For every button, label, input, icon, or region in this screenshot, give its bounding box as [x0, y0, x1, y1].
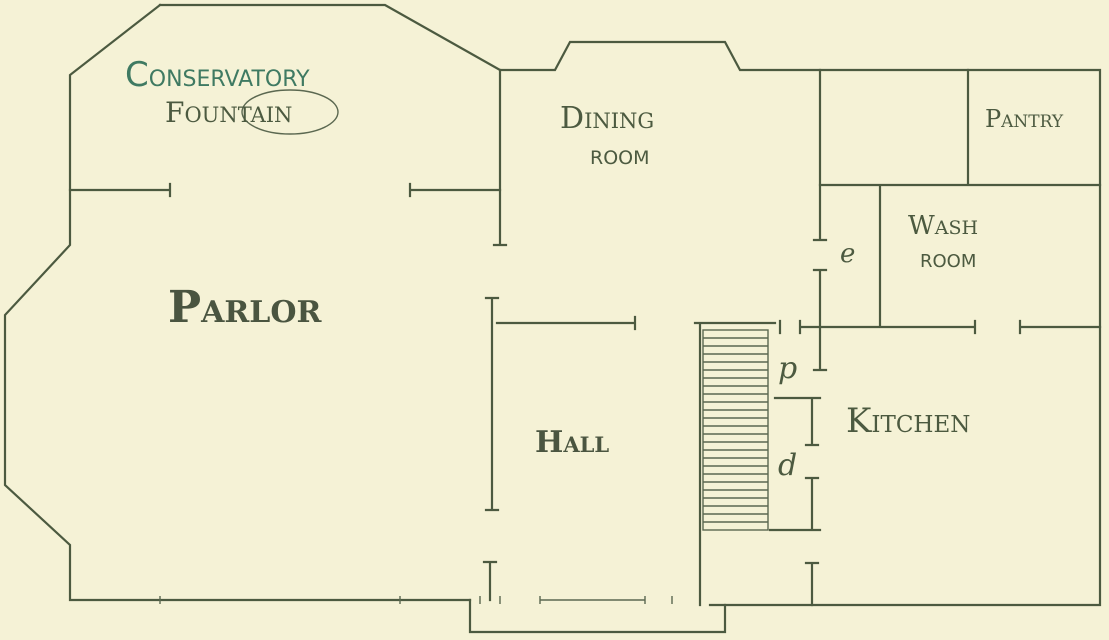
marker-p: p: [778, 351, 797, 386]
staircase: [702, 329, 769, 531]
exterior-walls: [3, 3, 1102, 634]
interior-walls: [68, 68, 1102, 607]
label-dining: DINING: [560, 101, 654, 136]
label-hall: HALL: [535, 425, 609, 460]
label-fountain: FOUNTAIN: [165, 96, 292, 129]
label-dining-room: ROOM: [590, 147, 650, 169]
label-kitchen: KITCHEN: [846, 401, 970, 441]
label-pantry: PANTRY: [985, 105, 1064, 133]
label-wash: WASH: [908, 211, 978, 241]
label-parlor: PARLOR: [168, 282, 323, 333]
marker-e: e: [840, 239, 855, 269]
marker-d: d: [778, 448, 797, 483]
fountain-basin: [241, 89, 339, 135]
label-wash-room: ROOM: [920, 251, 976, 272]
label-conservatory: CONSERVATORY: [125, 55, 310, 95]
